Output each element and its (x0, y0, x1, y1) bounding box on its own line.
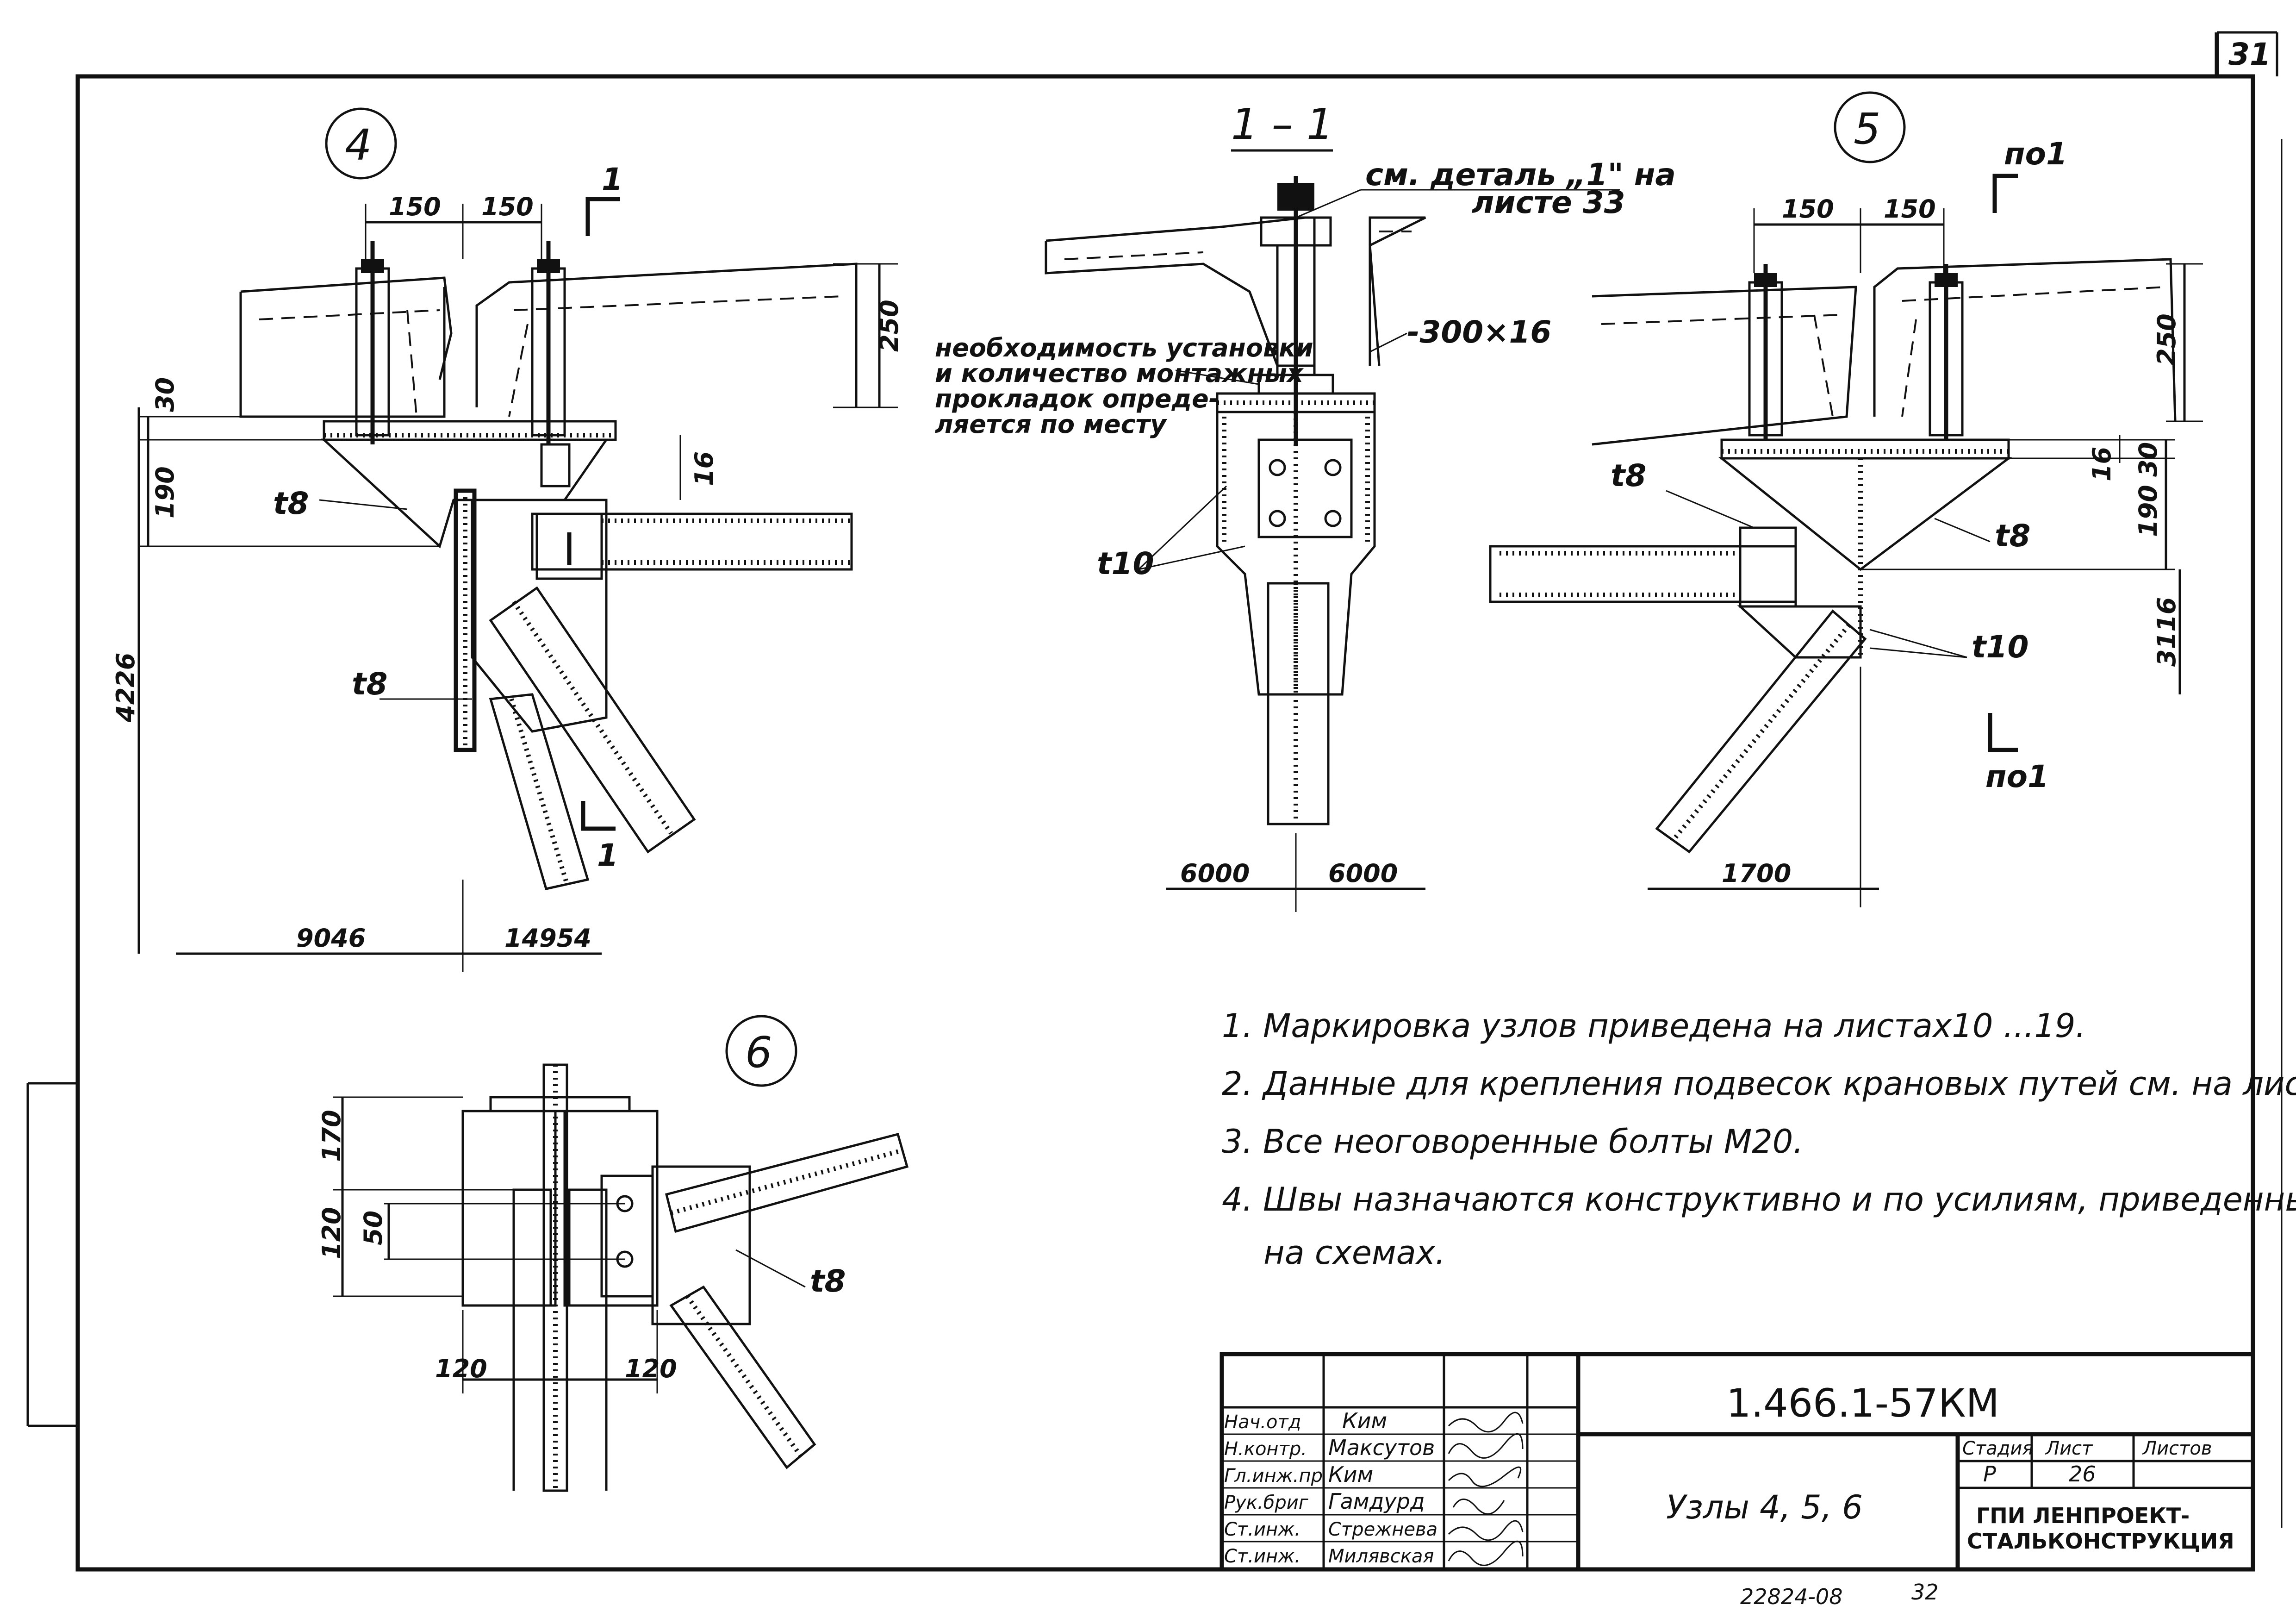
sheet-frame (26, 31, 2283, 1572)
drawing-title: Узлы 4, 5, 6 (1666, 1488, 1863, 1526)
node-4-dim-150-left: 150 (389, 192, 441, 221)
node-5-t8-left: t8 (1611, 458, 1646, 493)
section-1-1-note-2: и количество монтажных (935, 359, 1304, 388)
node-4-t8-upper: t8 (273, 486, 309, 521)
node-6-number: 6 (745, 1028, 772, 1077)
section-1-1-dim-left: 6000 (1180, 859, 1250, 888)
node-5-t10: t10 (1972, 629, 2028, 665)
node-4-section-mark: 1 (602, 162, 623, 197)
section-1-1-ref-line1: см. деталь „1" на (1365, 157, 1676, 193)
bottom-code: 22824-08 (1740, 1584, 1842, 1609)
node-5-circle (1834, 91, 1906, 163)
node-6-circle (725, 1015, 797, 1087)
node-5-dim-3116: 3116 (2152, 597, 2181, 667)
node-6-dim-50: 50 (359, 1211, 388, 1245)
sheets-header: Листов (2142, 1438, 2212, 1459)
node-5-po1-bottom: по1 (1985, 759, 2049, 794)
note-4-continued: на схемах. (1263, 1234, 1445, 1272)
node-5-dim-150-right: 150 (1884, 194, 1936, 224)
page-number: 31 (2228, 37, 2271, 72)
org-line-1: ГПИ ЛЕНПРОЕКТ- (1976, 1503, 2190, 1528)
org-line-2: СТАЛЬКОНСТРУКЦИЯ (1967, 1529, 2234, 1554)
node-4: 4 1 (111, 107, 904, 972)
document-code: 1.466.1-57КМ (1726, 1380, 1999, 1426)
note-4: 4. Швы назначаются конструктивно и по ус… (1222, 1181, 2296, 1218)
node-4-circle (325, 107, 397, 180)
name-5: Стрежнева (1328, 1519, 1437, 1540)
role-2: Н.контр. (1224, 1438, 1307, 1460)
title-block: 1.466.1-57КМ Узлы 4, 5, 6 Стадия Лист Ли… (1220, 1352, 2255, 1572)
signatures (1448, 1412, 1524, 1566)
node-4-dim-16: 16 (690, 451, 719, 486)
node-4-dim-4226: 4226 (111, 653, 140, 723)
notes: 1. Маркировка узлов приведена на листах1… (1222, 1007, 2296, 1272)
section-1-1: 1 – 1 см. деталь „1" на листе 33 -300×16… (935, 100, 1676, 912)
name-6: Милявская (1328, 1546, 1434, 1567)
node-4-dim-150-right: 150 (481, 192, 534, 221)
node-4-t8-lower: t8 (352, 666, 387, 702)
node-5-t8-right: t8 (1995, 518, 2030, 554)
name-1: Ким (1342, 1408, 1387, 1433)
node-4-dim-250: 250 (875, 300, 904, 352)
note-1: 1. Маркировка узлов приведена на листах1… (1222, 1007, 2086, 1045)
node-5-dim-30: 30 (2134, 442, 2163, 477)
name-4: Гамдурд (1328, 1489, 1425, 1514)
role-4: Рук.бриг (1224, 1492, 1309, 1513)
role-5: Ст.инж. (1224, 1519, 1300, 1540)
node-6-t8: t8 (810, 1263, 846, 1299)
name-2: Максутов (1328, 1435, 1435, 1460)
section-1-1-ref-line2: листе 33 (1472, 185, 1625, 220)
section-1-1-note-3: прокладок опреде- (935, 384, 1219, 413)
node-6-dim-120-right: 120 (625, 1354, 677, 1383)
node-6-dim-120-left: 120 (435, 1354, 487, 1383)
node-4-dim-9046: 9046 (296, 924, 366, 953)
node-5-dim-1700: 1700 (1722, 859, 1791, 888)
role-6: Ст.инж. (1224, 1546, 1300, 1567)
role-3: Гл.инж.пр (1224, 1465, 1323, 1487)
node-4-dim-30: 30 (150, 377, 180, 412)
section-1-1-plate: -300×16 (1407, 314, 1551, 350)
section-1-1-note-1: необходимость установки (935, 333, 1313, 362)
node-5-number: 5 (1854, 104, 1881, 154)
stage-value: Р (1983, 1462, 1996, 1487)
node-6: 6 t8 170 120 (317, 1015, 909, 1492)
node-6-dim-170: 170 (317, 1110, 346, 1162)
section-1-1-title: 1 – 1 (1231, 100, 1334, 149)
node-5-dim-190: 190 (2134, 485, 2163, 537)
sheet-header: Лист (2045, 1438, 2093, 1459)
bottom-number: 32 (1911, 1580, 1939, 1605)
sheet-value: 26 (2069, 1462, 2096, 1487)
role-1: Нач.отд (1224, 1412, 1301, 1433)
node-5-po1-top: по1 (2004, 136, 2067, 172)
node-5-dim-250: 250 (2152, 313, 2181, 366)
node-5: 5 по1 t8 t8 (1489, 91, 2203, 907)
section-1-1-note-4: ляется по месту (935, 410, 1168, 439)
node-5-dim-150-left: 150 (1782, 194, 1834, 224)
note-3: 3. Все неоговоренные болты М20. (1222, 1123, 1804, 1161)
node-4-dim-190: 190 (150, 466, 180, 518)
node-5-dim-16: 16 (2087, 447, 2116, 481)
node-4-section-mark-bottom: 1 (597, 837, 618, 873)
node-4-dim-14954: 14954 (504, 924, 591, 953)
node-6-dim-120: 120 (317, 1207, 346, 1259)
note-2: 2. Данные для крепления подвесок крановы… (1222, 1065, 2296, 1103)
stage-header: Стадия (1962, 1438, 2033, 1459)
section-1-1-dim-right: 6000 (1328, 859, 1398, 888)
node-4-number: 4 (345, 120, 372, 170)
name-3: Ким (1328, 1462, 1373, 1487)
